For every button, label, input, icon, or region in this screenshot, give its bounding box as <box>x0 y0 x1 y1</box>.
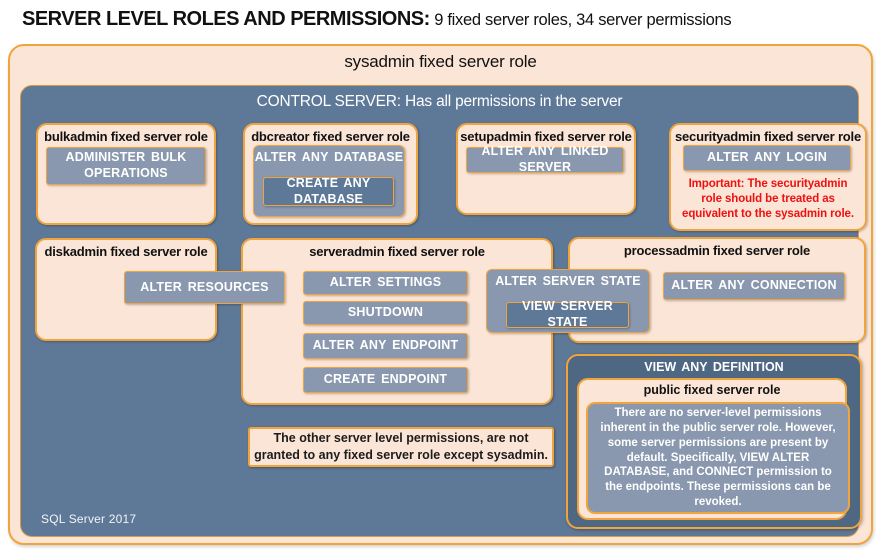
page-title: SERVER LEVEL ROLES AND PERMISSIONS: 9 fi… <box>22 8 732 31</box>
dbcreator-role-title: dbcreator fixed server role <box>251 129 410 144</box>
permission-create-endpoint: CREATE ENDPOINT <box>303 367 468 393</box>
permission-alter-any-linked-server: ALTER ANY LINKED SERVER <box>466 144 624 174</box>
permission-alter-any-database: ALTER ANY DATABASE CREATE ANY DATABASE <box>253 145 405 217</box>
control-server-box: CONTROL SERVER: Has all permissions in t… <box>20 85 867 537</box>
securityadmin-role-box: securityadmin fixed server role ALTER AN… <box>669 123 867 231</box>
diskadmin-role-box: diskadmin fixed server role ALTER RESOUR… <box>35 238 285 341</box>
view-any-definition-box: VIEW ANY DEFINITION public fixed server … <box>566 354 862 529</box>
permission-alter-any-endpoint: ALTER ANY ENDPOINT <box>303 333 468 359</box>
dbcreator-role-box: dbcreator fixed server role ALTER ANY DA… <box>243 123 418 225</box>
public-role-title: public fixed server role <box>643 383 781 397</box>
setupadmin-role-box: setupadmin fixed server role ALTER ANY L… <box>456 123 636 215</box>
permission-create-any-database: CREATE ANY DATABASE <box>263 176 394 206</box>
sysadmin-role-label: sysadmin fixed server role <box>344 52 537 71</box>
bulkadmin-role-box: bulkadmin fixed server role ADMINISTER B… <box>36 123 216 225</box>
permission-alter-settings: ALTER SETTINGS <box>303 271 468 295</box>
page-title-subtitle: 9 fixed server roles, 34 server permissi… <box>434 11 732 29</box>
permission-administer-bulk-operations: ADMINISTER BULK OPERATIONS <box>46 147 206 185</box>
permission-alter-any-database-label: ALTER ANY DATABASE <box>254 150 404 164</box>
diskadmin-role-title: diskadmin fixed server role <box>44 244 208 259</box>
permission-alter-server-state-label: ALTER SERVER STATE <box>495 274 641 288</box>
securityadmin-warning-note: Important: The securityadmin role should… <box>682 178 854 220</box>
serveradmin-role-title: serveradmin fixed server role <box>309 244 485 259</box>
permission-alter-server-state: ALTER SERVER STATE VIEW SERVER STATE <box>486 269 650 333</box>
bulkadmin-role-title: bulkadmin fixed server role <box>44 129 208 144</box>
sysadmin-role-box: sysadmin fixed server role CONTROL SERVE… <box>8 44 873 545</box>
permission-alter-any-login: ALTER ANY LOGIN <box>683 145 851 171</box>
processadmin-role-title: processadmin fixed server role <box>623 243 811 258</box>
securityadmin-role-title: securityadmin fixed server role <box>674 129 861 144</box>
permission-shutdown: SHUTDOWN <box>303 301 468 325</box>
permission-alter-resources: ALTER RESOURCES <box>124 271 285 304</box>
control-server-label: CONTROL SERVER: Has all permissions in t… <box>256 93 623 110</box>
permission-alter-any-connection: ALTER ANY CONNECTION <box>663 272 845 300</box>
public-role-box: public fixed server role There are no se… <box>577 378 850 520</box>
public-role-note: There are no server-level permissions in… <box>586 402 850 514</box>
page-title-main: SERVER LEVEL ROLES AND PERMISSIONS: <box>22 8 430 30</box>
setupadmin-role-title: setupadmin fixed server role <box>460 129 632 144</box>
serveradmin-role-box: serveradmin fixed server role ALTER SETT… <box>241 238 553 405</box>
sql-server-version-label: SQL Server 2017 <box>41 512 137 526</box>
other-permissions-note: The other server level permissions, are … <box>248 427 554 467</box>
permission-view-any-definition: VIEW ANY DEFINITION <box>644 360 784 374</box>
permission-view-server-state: VIEW SERVER STATE <box>506 299 629 329</box>
